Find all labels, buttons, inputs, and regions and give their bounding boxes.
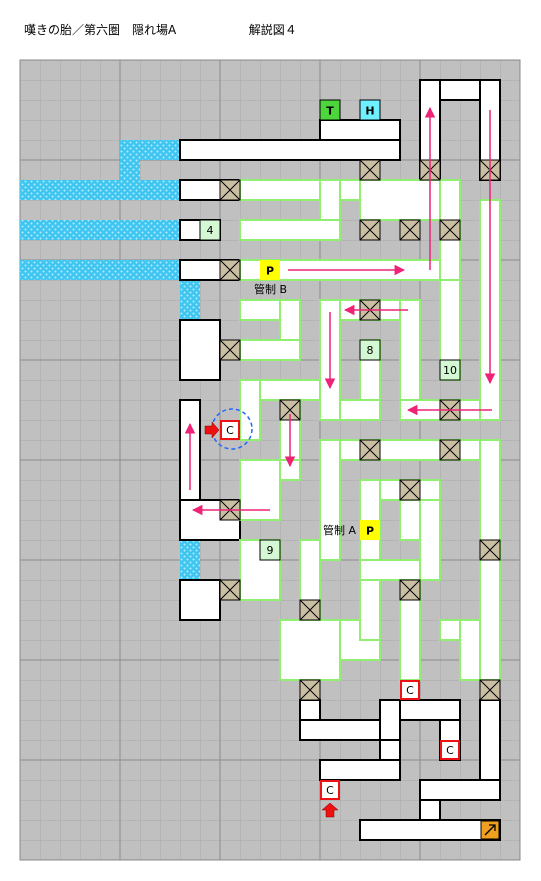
crate-icon <box>359 219 381 241</box>
floor-corridors <box>179 79 501 841</box>
chest-2: C <box>400 680 420 700</box>
switch-9: 9 <box>259 539 281 561</box>
red-right-arrow-icon <box>204 421 220 439</box>
switch-4: 4 <box>199 219 221 241</box>
svg-text:C: C <box>326 784 334 797</box>
crate-icon <box>219 339 241 361</box>
crate-icon <box>399 219 421 241</box>
red-up-arrow-icon <box>321 802 339 818</box>
tile-p-b: P <box>260 260 280 280</box>
tile-p-a: P <box>360 520 380 540</box>
svg-text:4: 4 <box>207 224 214 237</box>
map-title: 嘆きの胎／第六圏 隠れ場A <box>24 23 177 37</box>
svg-text:C: C <box>446 744 454 757</box>
crate-icon <box>219 259 241 281</box>
switch-10: 10 <box>439 359 461 381</box>
crate-icon <box>299 599 321 621</box>
crate-icon <box>399 479 421 501</box>
svg-text:H: H <box>365 105 374 118</box>
svg-text:C: C <box>226 424 234 437</box>
map-subtitle: 解説図４ <box>248 23 297 37</box>
svg-text:P: P <box>366 525 374 538</box>
svg-text:9: 9 <box>267 544 274 557</box>
chest-3: C <box>440 740 460 760</box>
switch-8: 8 <box>359 339 381 361</box>
crate-icon <box>219 179 241 201</box>
crate-icon <box>479 679 501 701</box>
crate-tiles <box>219 159 501 701</box>
tile-h: H <box>359 99 381 121</box>
crate-icon <box>299 679 321 701</box>
route-arrows <box>184 106 496 516</box>
crate-icon <box>219 579 241 601</box>
tile-t: T <box>319 99 341 121</box>
crate-icon <box>359 439 381 461</box>
svg-text:C: C <box>406 684 414 697</box>
svg-text:8: 8 <box>367 344 374 357</box>
crate-icon <box>399 579 421 601</box>
svg-text:P: P <box>266 265 274 278</box>
kansei-a-label: 管制 A <box>323 523 356 537</box>
svg-text:10: 10 <box>443 364 457 377</box>
crate-icon <box>439 439 461 461</box>
marker-circle <box>211 408 253 450</box>
crate-icon <box>439 219 461 241</box>
crate-icon <box>479 539 501 561</box>
crate-icon <box>359 159 381 181</box>
chest-4: C <box>320 780 340 800</box>
stairs-up-icon <box>480 820 500 840</box>
page-title: 嘆きの胎／第六圏 隠れ場A 解説図４ <box>24 21 297 38</box>
kansei-b-label: 管制 B <box>254 282 287 296</box>
chest-1: C <box>220 420 240 440</box>
svg-text:T: T <box>326 105 334 118</box>
